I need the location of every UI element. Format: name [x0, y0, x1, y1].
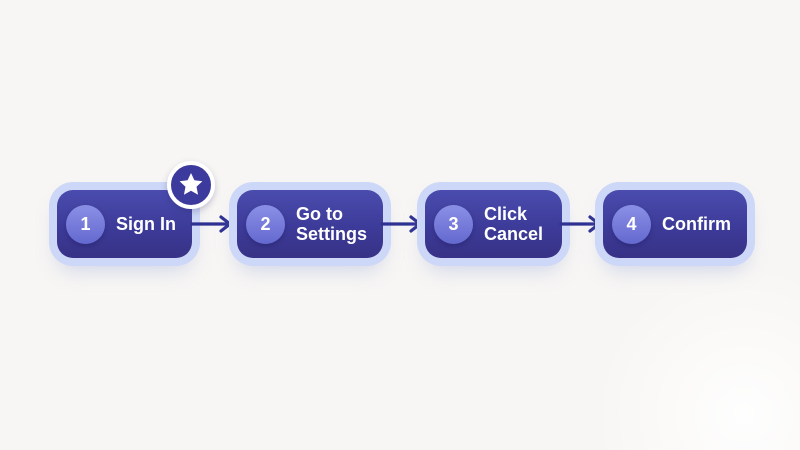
step-number-badge: 2 [246, 204, 285, 244]
star-badge [167, 161, 215, 209]
step-label: Click Cancel [484, 204, 544, 244]
step-label: Sign In [116, 214, 176, 234]
step-label: Confirm [662, 214, 731, 234]
star-icon [179, 173, 203, 195]
step-number-badge: 1 [66, 204, 105, 244]
flow-arrow-2 [380, 215, 422, 233]
step-box-go-to-settings: 2 Go to Settings [237, 190, 383, 258]
step-box-sign-in: 1 Sign In [57, 190, 192, 258]
step-number-badge: 4 [612, 204, 651, 244]
step-number-badge: 3 [434, 204, 473, 244]
flow-arrow-1 [190, 215, 232, 233]
step-box-confirm: 4 Confirm [603, 190, 747, 258]
flow-arrow-3 [559, 215, 601, 233]
step-label: Go to Settings [296, 204, 368, 244]
step-box-click-cancel: 3 Click Cancel [425, 190, 562, 258]
